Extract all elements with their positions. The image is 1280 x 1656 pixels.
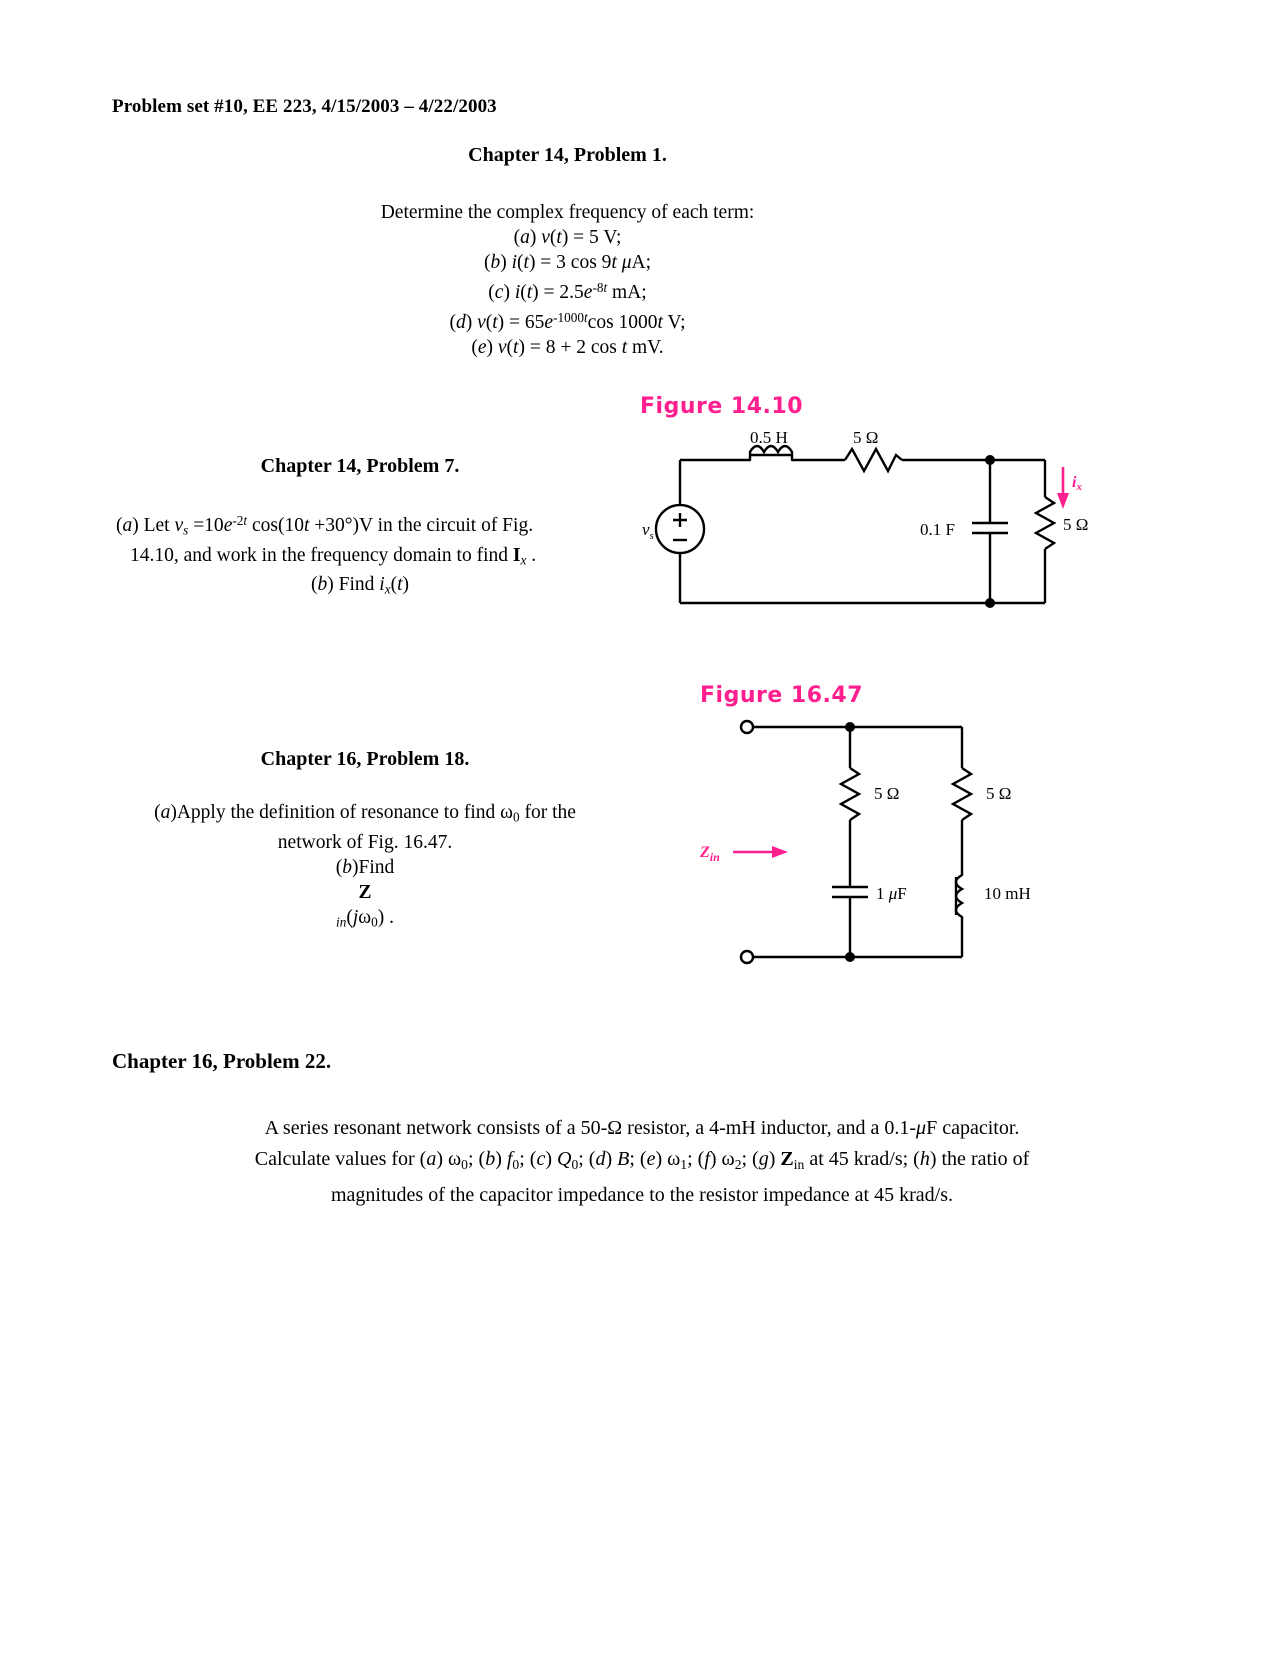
problem-line-b: (b) Find ix(t) — [311, 574, 409, 598]
impedance-arrow-label: Zin — [699, 844, 720, 864]
problem-lead: Determine the complex frequency of each … — [380, 202, 755, 223]
problem-line-a: (a) Let vs =10e-2t cos(10t +30°)V in the… — [116, 513, 534, 538]
capacitor-label: 1 μF — [876, 884, 907, 903]
right-resistor-label: 5 Ω — [986, 784, 1011, 803]
load-resistor-label: 5 Ω — [1063, 515, 1088, 534]
problem-line-1: A series resonant network consists of a … — [264, 1117, 1020, 1139]
problem-body-ch16-p22: A series resonant network consists of a … — [112, 1113, 1172, 1211]
problem-item-b: (b) i(t) = 3 cos 9t μA; — [483, 252, 652, 273]
figure-14-10: 0.5 H 5 Ω 0.1 F 5 Ω vs ix — [620, 425, 1090, 630]
problem-title-ch14-p7: Chapter 14, Problem 7. — [260, 455, 460, 477]
series-resistor-label: 5 Ω — [853, 428, 878, 447]
problem-body-ch14-p7: (a) Let vs =10e-2t cos(10t +30°)V in the… — [100, 508, 620, 602]
problem-item-a: (a) v(t) = 5 V; — [513, 227, 622, 248]
inductor-label: 10 mH — [984, 884, 1031, 903]
problem-item-c: (c) i(t) = 2.5e-8t mA; — [488, 280, 647, 303]
problem-line-a: (a)Apply the definition of resonance to … — [154, 802, 576, 825]
problem-item-d: (d) v(t) = 65e-1000tcos 1000t V; — [449, 309, 686, 333]
inductor-label: 0.5 H — [750, 428, 788, 447]
problem-line-a2: network of Fig. 16.47. — [277, 831, 453, 853]
left-resistor-label: 5 Ω — [874, 784, 899, 803]
capacitor-label: 0.1 F — [920, 520, 955, 539]
problem-line-2: Calculate values for (a) ω0; (b) f0; (c)… — [254, 1148, 1030, 1172]
problem-line-a2: 14.10, and work in the frequency domain … — [130, 544, 537, 568]
problem-body-ch16-p18: (a)Apply the definition of resonance to … — [100, 800, 630, 934]
problem-title-ch16-p18: Chapter 16, Problem 18. — [260, 748, 470, 770]
document-header: Problem set #10, EE 223, 4/15/2003 – 4/2… — [112, 96, 497, 117]
problem-line-3: magnitudes of the capacitor impedance to… — [330, 1183, 953, 1206]
figure-caption-14-10: Figure 14.10 — [640, 394, 803, 419]
problem-body-ch14-p1: Determine the complex frequency of each … — [0, 200, 1135, 360]
figure-caption-16-47: Figure 16.47 — [700, 683, 863, 708]
problem-title-ch16-p22: Chapter 16, Problem 22. — [112, 1049, 332, 1073]
source-label: vs — [642, 520, 654, 542]
problem-title-ch14-p1: Chapter 14, Problem 1. — [468, 144, 667, 166]
current-arrow-label: ix — [1072, 474, 1082, 493]
figure-16-47: 5 Ω 5 Ω 1 μF 10 mH Zin — [690, 705, 1070, 990]
problem-item-e: (e) v(t) = 8 + 2 cos t mV. — [471, 336, 664, 358]
